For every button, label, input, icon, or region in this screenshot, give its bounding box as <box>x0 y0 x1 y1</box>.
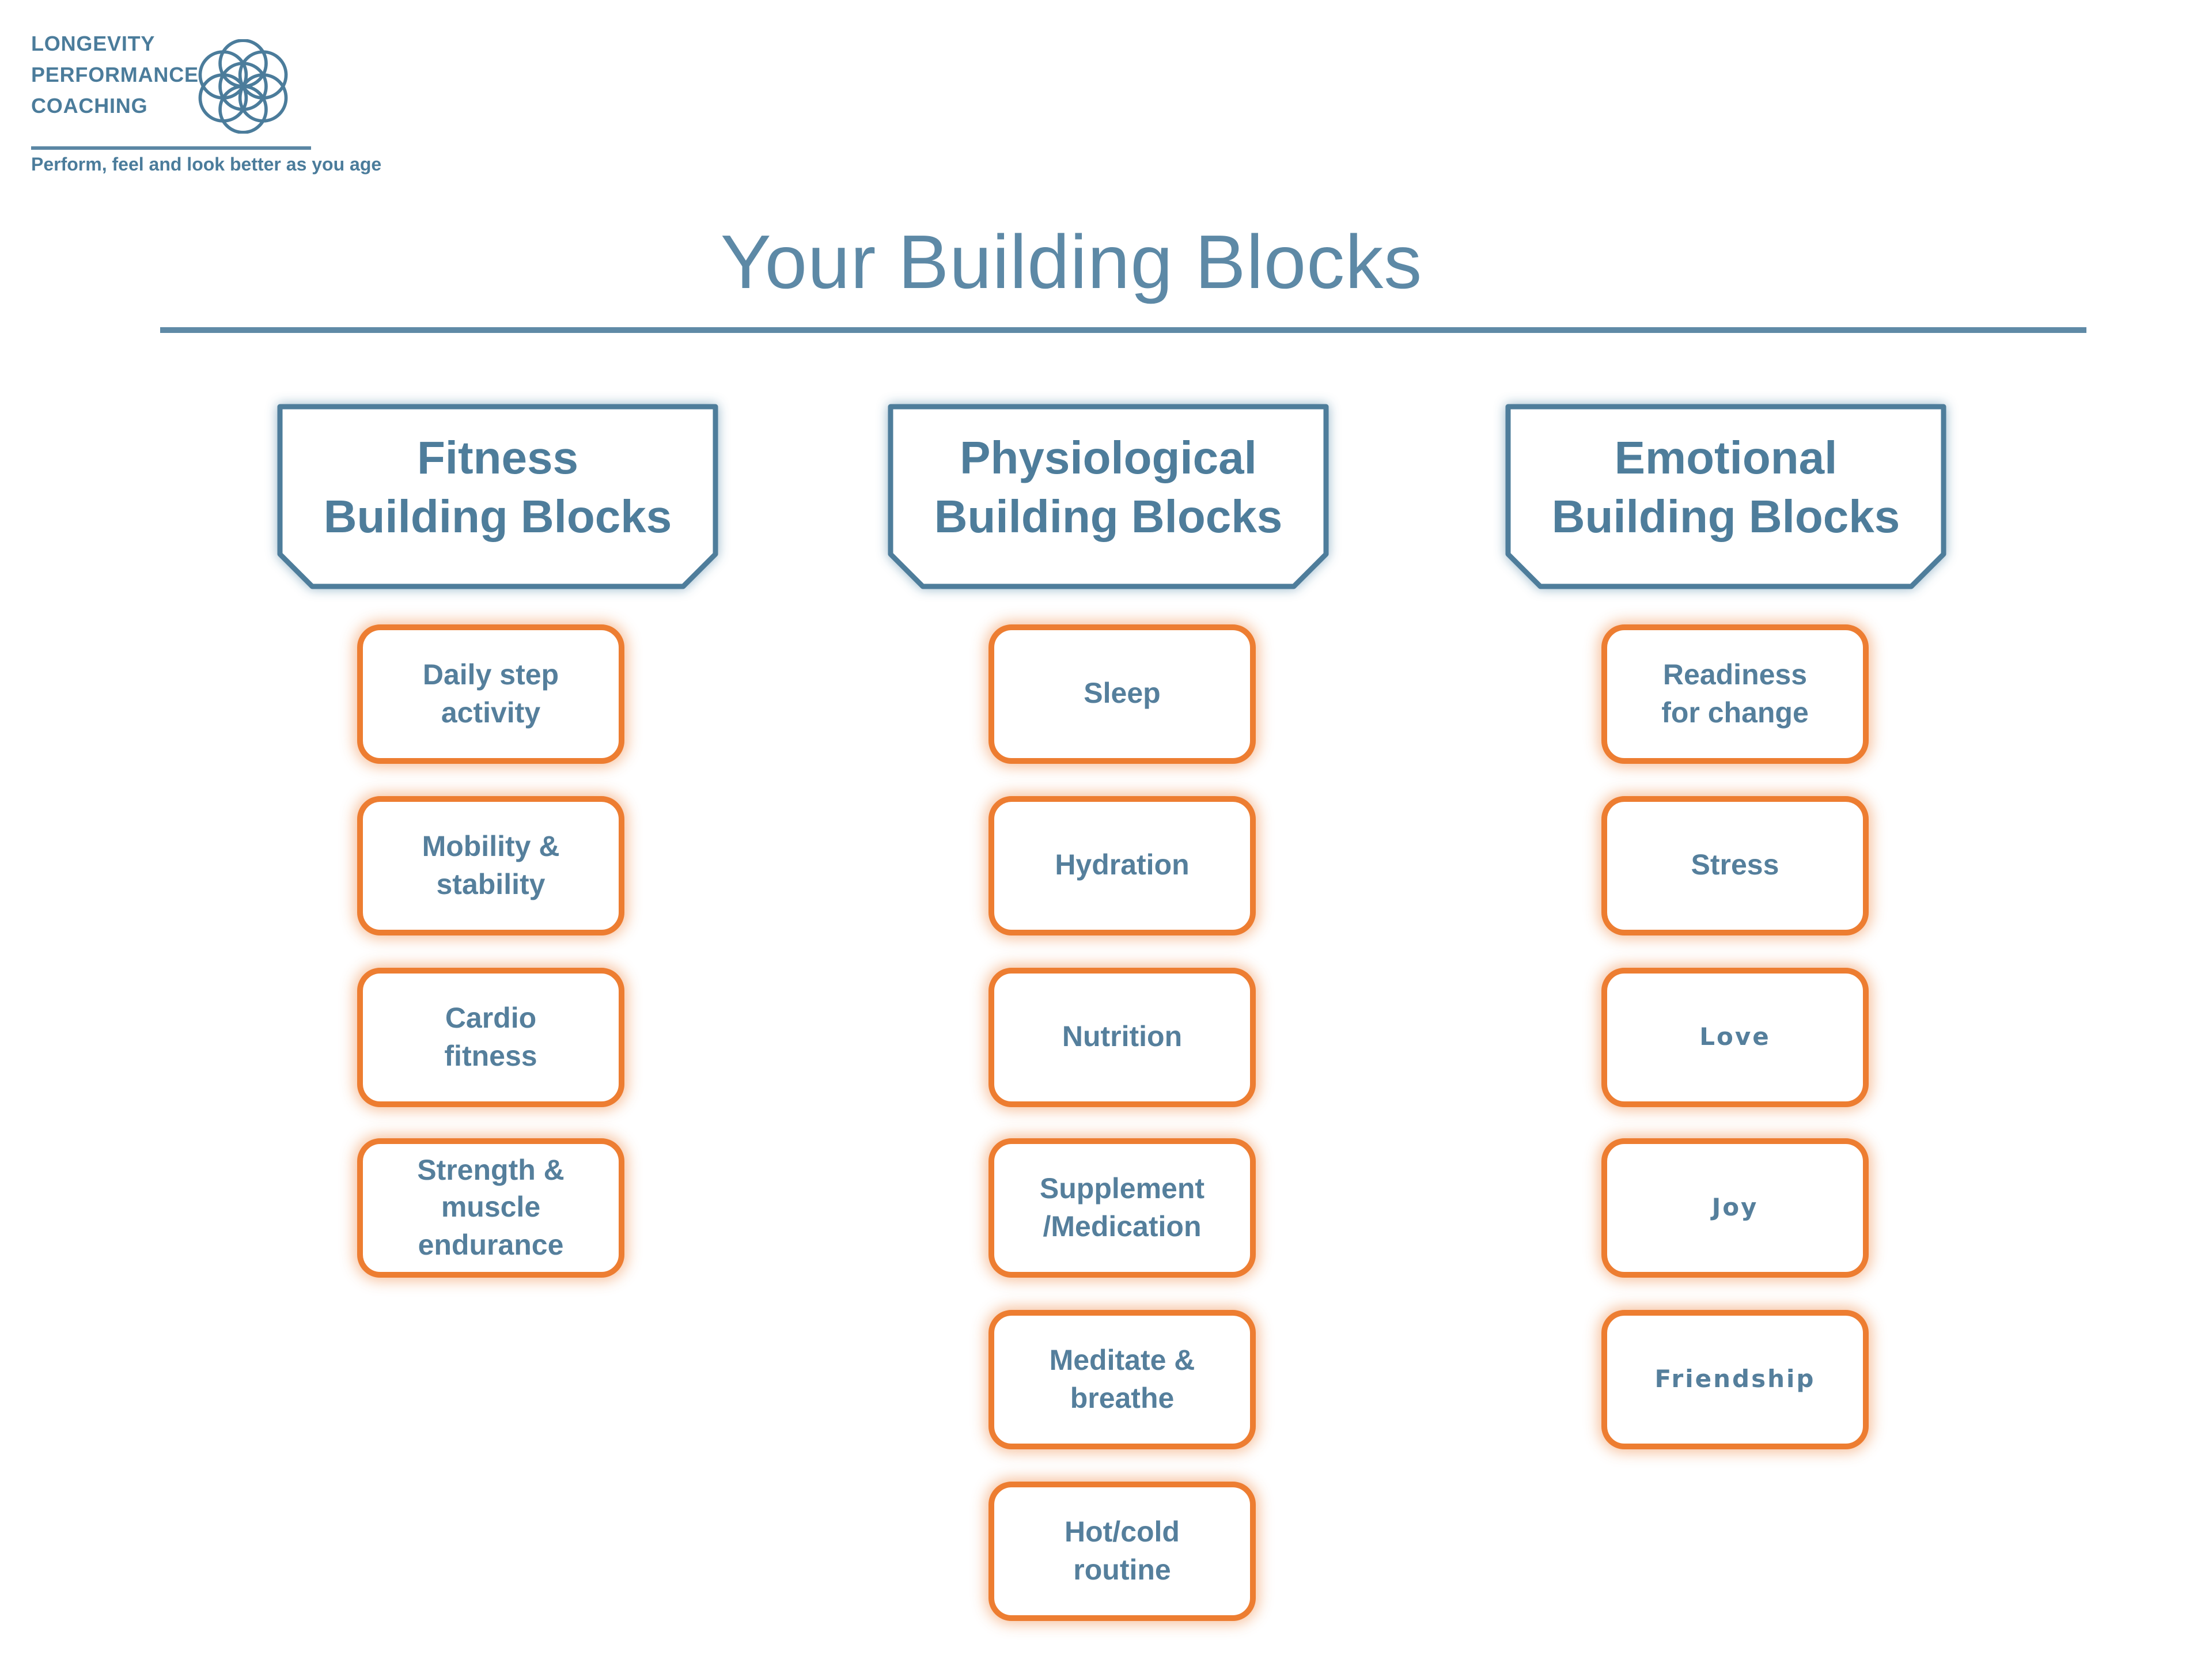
block-love: Love <box>1601 968 1869 1107</box>
block-label: Sleep <box>1084 677 1161 710</box>
block-label: Stress <box>1691 849 1779 882</box>
block-label: Readiness for change <box>1661 659 1809 729</box>
logo-divider <box>31 146 311 150</box>
logo-line-2: PERFORMANCE <box>31 63 199 86</box>
block-nutrition: Nutrition <box>988 968 1256 1107</box>
logo-wordmark: LONGEVITY PERFORMANCE COACHING <box>31 29 199 122</box>
block-label: Hot/cold routine <box>1065 1516 1180 1586</box>
block-hydration: Hydration <box>988 796 1256 935</box>
block-daily-step-activity: Daily step activity <box>357 624 624 764</box>
block-label: Strength & muscle endurance <box>417 1154 565 1262</box>
block-label: Cardio fitness <box>444 1002 537 1072</box>
block-label: Love <box>1699 1022 1771 1051</box>
block-label: Hydration <box>1055 849 1190 882</box>
block-meditate-breathe: Meditate & breathe <box>988 1310 1256 1449</box>
logo-line-1: LONGEVITY <box>31 32 156 55</box>
block-strength-muscle-endurance: Strength & muscle endurance <box>357 1138 624 1278</box>
block-readiness-for-change: Readiness for change <box>1601 624 1869 764</box>
header-shape <box>888 404 1329 589</box>
column-header-label: Physiological Building Blocks <box>934 433 1283 543</box>
block-supplement-medication: Supplement /Medication <box>988 1138 1256 1278</box>
block-joy: Joy <box>1601 1138 1869 1278</box>
column-header-fitness: Fitness Building Blocks <box>276 403 719 590</box>
header-shape <box>277 404 718 589</box>
block-mobility-stability: Mobility & stability <box>357 796 624 935</box>
block-hot-cold-routine: Hot/cold routine <box>988 1482 1256 1621</box>
block-friendship: Friendship <box>1601 1310 1869 1449</box>
column-header-physiological: Physiological Building Blocks <box>887 403 1330 590</box>
block-label: Daily step activity <box>422 659 559 729</box>
block-label: Mobility & stability <box>422 831 560 900</box>
block-sleep: Sleep <box>988 624 1256 764</box>
block-label: Meditate & breathe <box>1049 1344 1195 1414</box>
header-shape <box>1505 404 1946 589</box>
block-label: Friendship <box>1654 1365 1816 1393</box>
logo-tagline: Perform, feel and look better as you age <box>31 156 382 175</box>
block-label: Joy <box>1711 1193 1759 1221</box>
flower-seed-of-life-icon <box>198 39 288 134</box>
column-header-label: Fitness Building Blocks <box>323 433 672 543</box>
block-stress: Stress <box>1601 796 1869 935</box>
block-cardio-fitness: Cardio fitness <box>357 968 624 1107</box>
block-label: Supplement /Medication <box>1039 1173 1205 1243</box>
column-header-emotional: Emotional Building Blocks <box>1505 403 1947 590</box>
block-label: Nutrition <box>1062 1021 1183 1054</box>
page-title: Your Building Blocks <box>720 219 1423 304</box>
title-underline <box>160 327 2086 333</box>
logo-line-3: COACHING <box>31 94 148 118</box>
logo: LONGEVITY PERFORMANCE COACHING Perform, … <box>25 16 381 175</box>
column-header-label: Emotional Building Blocks <box>1551 433 1900 543</box>
